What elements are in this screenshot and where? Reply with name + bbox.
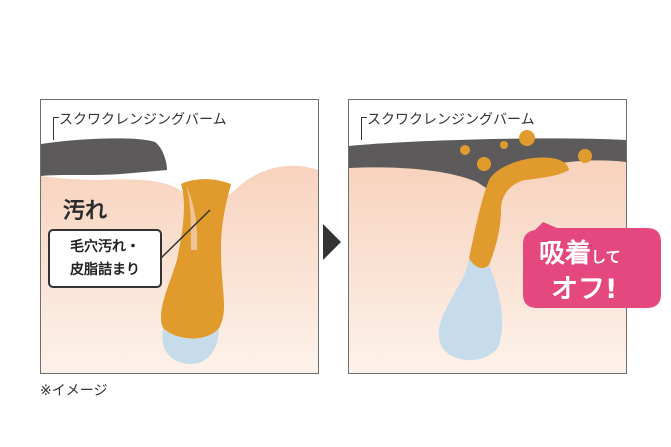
pore-callout: 毛穴汚れ・ 皮脂詰まり bbox=[48, 229, 162, 288]
image-note: ※イメージ bbox=[40, 383, 108, 399]
sebum-droplet bbox=[477, 157, 491, 171]
callout-line2: 皮脂詰まり bbox=[70, 262, 140, 278]
panel-before: スクワクレンジングバーム 汚れ 毛穴汚れ・ 皮脂詰まり bbox=[40, 99, 319, 374]
clogged-sebum bbox=[161, 179, 231, 339]
absorb-off-badge: 吸着して オフ! bbox=[521, 222, 662, 308]
dirt-label: 汚れ bbox=[63, 199, 108, 224]
balm-label: スクワクレンジングバーム bbox=[53, 109, 227, 140]
badge-line1: 吸着して bbox=[539, 233, 621, 270]
sebum-droplet bbox=[578, 149, 592, 163]
balm-label: スクワクレンジングバーム bbox=[361, 109, 535, 140]
callout-line1: 毛穴汚れ・ bbox=[70, 239, 140, 255]
badge-line2: オフ! bbox=[551, 274, 618, 305]
sebum-droplet bbox=[519, 130, 535, 146]
sebum-droplet bbox=[500, 141, 508, 149]
skin-cross-section-after bbox=[349, 100, 626, 373]
badge-small-text: して bbox=[591, 248, 621, 266]
callout-leader bbox=[158, 209, 211, 261]
badge-shape bbox=[523, 222, 661, 308]
badge-big-text: 吸着 bbox=[539, 239, 592, 269]
clean-pore bbox=[438, 258, 503, 361]
air-area bbox=[41, 100, 318, 218]
cleansing-balm bbox=[41, 138, 167, 176]
arrow-right-icon bbox=[323, 224, 341, 260]
lifted-sebum bbox=[469, 157, 569, 269]
speech-bubble bbox=[523, 222, 661, 308]
pore-bottom bbox=[162, 328, 219, 364]
skin-fold bbox=[186, 185, 198, 250]
sebum-droplet bbox=[460, 145, 470, 155]
